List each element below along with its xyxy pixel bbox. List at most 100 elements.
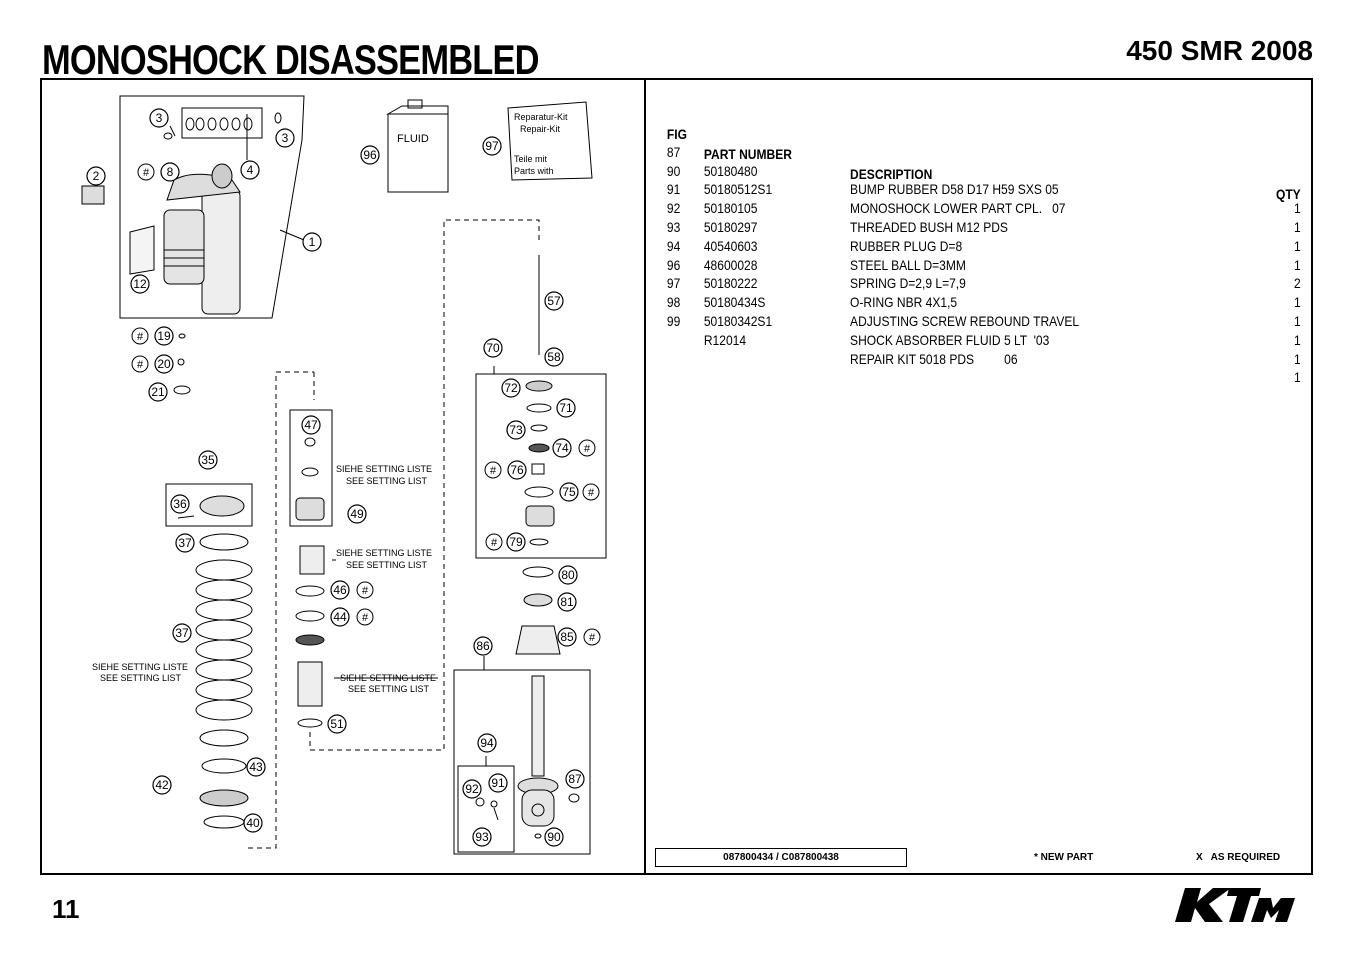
callout-73: 73 [506,420,526,440]
setting-note-de-2: SIEHE SETTING LISTE [336,548,432,558]
table-row: 91 50180105 THREADED BUSH M12 PDS 1 [660,162,1301,253]
svg-text:47: 47 [304,418,318,432]
cell-description: SPRING D=2,9 L=7,9 [850,275,966,292]
cell-qty: 1 [1293,331,1301,348]
cell-fig: 98 [666,294,681,311]
callout-96: 96 [360,145,380,165]
svg-text:79: 79 [509,535,523,549]
hash-marker: # [131,355,149,373]
svg-text:74: 74 [555,441,569,455]
svg-text:#: # [490,465,497,477]
callout-79: 79 [506,532,526,552]
cell-description: O-RING NBR 4X1,5 [850,294,958,311]
table-row: 87 50180480 BUMP RUBBER D58 D17 H59 SXS … [660,124,1301,216]
svg-text:91: 91 [491,776,505,790]
cell-fig: 90 [666,162,681,179]
callout-37: 37 [175,533,195,553]
exploded-diagram: FLUID Reparatur-Kit Repair-Kit Teile mit… [42,80,644,873]
svg-text:42: 42 [155,778,169,792]
cell-fig: 93 [666,218,681,235]
setting-note-de-1: SIEHE SETTING LISTE [336,464,432,474]
svg-text:43: 43 [249,760,263,774]
cell-fig: 87 [666,143,681,160]
svg-text:40: 40 [246,816,260,830]
callout-97: 97 [482,136,502,156]
hash-marker: # [583,628,601,646]
svg-text:#: # [137,359,144,371]
svg-text:73: 73 [509,423,523,437]
callout-87: 87 [565,769,585,789]
cell-description: ADJUSTING SCREW REBOUND TRAVEL [850,312,1080,329]
callout-19: 19 [154,326,174,346]
svg-text:#: # [362,585,369,597]
svg-text:80: 80 [561,568,575,582]
cell-description: SHOCK ABSORBER FLUID 5 LT '03 [850,331,1050,348]
svg-text:19: 19 [157,329,171,343]
content-frame [40,78,1313,875]
cell-qty: 1 [1293,312,1301,329]
cell-fig: 94 [666,237,681,254]
callout-75: 75 [559,482,579,502]
new-part-legend: * NEW PART [1034,852,1094,863]
table-row: 92 50180297 RUBBER PLUG D=8 1 [660,180,1301,272]
cell-part-number: 50180297 [703,218,758,235]
callout-4: 4 [240,160,260,180]
callout-90: 90 [544,827,564,847]
col-part-number-header: PART NUMBER [703,146,792,162]
hash-marker: # [356,608,374,626]
cell-qty: 2 [1293,275,1301,292]
hash-marker: # [484,461,502,479]
hash-marker: # [578,439,596,457]
table-row: 96 50180222 O-RING NBR 4X1,5 1 [660,237,1301,329]
svg-text:46: 46 [333,583,347,597]
svg-text:#: # [589,632,596,644]
svg-text:96: 96 [363,148,377,162]
svg-text:#: # [143,167,150,179]
diagram-svg: FLUID Reparatur-Kit Repair-Kit Teile mit… [81,95,607,855]
cell-fig: 92 [666,200,681,217]
cell-fig: 97 [666,275,681,292]
kit-label-1: Reparatur-Kit [514,112,568,122]
callout-81: 81 [557,592,577,612]
table-row: 93 40540603 STEEL BALL D=3MM 2 [660,199,1301,291]
svg-text:58: 58 [547,350,561,364]
callout-46: 46 [330,580,350,600]
cell-description: THREADED BUSH M12 PDS [850,218,1008,235]
col-qty-header: QTY [1275,186,1301,202]
cell-part-number: R12014 [703,331,747,348]
setting-note-en-1: SEE SETTING LIST [346,476,428,486]
callout-40: 40 [243,813,263,833]
fluid-label: FLUID [397,133,429,145]
callout-2: 2 [86,166,106,186]
cell-description: BUMP RUBBER D58 D17 H59 SXS 05 [850,181,1059,198]
callout-3: 3 [275,128,295,148]
callout-20: 20 [154,354,174,374]
setting-note-en-4: SEE SETTING LIST [100,673,182,683]
table-row: 97 50180434S ADJUSTING SCREW REBOUND TRA… [660,256,1301,347]
callout-47: 47 [301,415,321,435]
callout-76: 76 [507,460,527,480]
table-row: 98 50180342S1 SHOCK ABSORBER FLUID 5 LT … [660,274,1301,366]
callout-1: 1 [302,232,322,252]
svg-text:37: 37 [178,536,192,550]
table-row: 94 48600028 SPRING D=2,9 L=7,9 1 [660,218,1301,310]
svg-text:71: 71 [559,401,573,415]
callout-36: 36 [170,494,190,514]
svg-text:94: 94 [480,736,494,750]
callout-8: 8 [160,162,180,182]
cell-part-number: 50180434S [703,294,766,311]
cell-qty: 1 [1293,256,1301,273]
svg-text:21: 21 [151,385,165,399]
callout-44: 44 [330,607,350,627]
svg-text:97: 97 [485,139,499,153]
kit-label-3: Teile mit [514,154,548,164]
svg-text:70: 70 [486,341,500,355]
svg-text:2: 2 [93,169,100,183]
callout-37: 37 [172,623,192,643]
callout-57: 57 [544,291,564,311]
svg-text:87: 87 [568,772,582,786]
svg-text:57: 57 [547,294,561,308]
cell-part-number: 50180342S1 [703,312,773,329]
callout-51: 51 [327,714,347,734]
doc-number: 087800434 / C087800438 [655,848,907,867]
